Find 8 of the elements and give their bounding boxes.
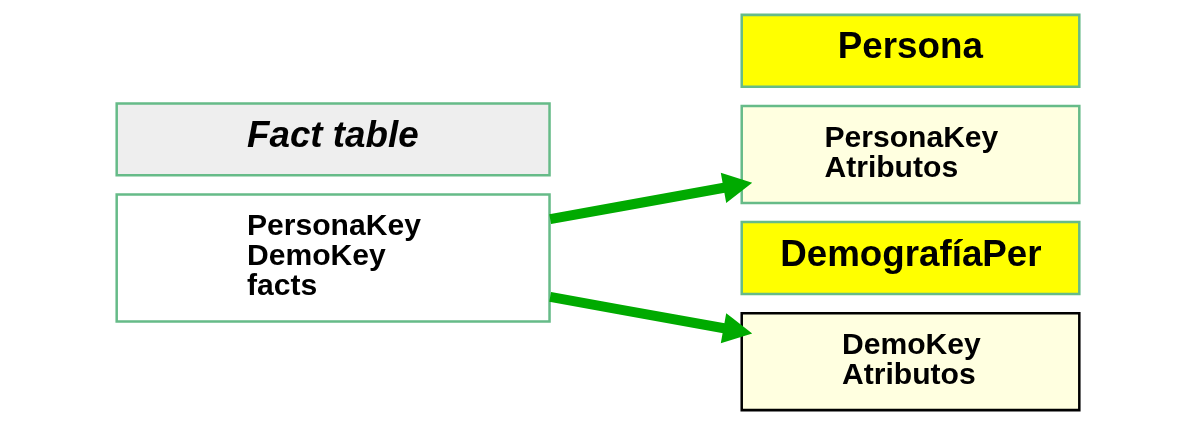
node-box: Persona (740, 13, 1081, 88)
node-box: PersonaKey Atributos (740, 104, 1081, 205)
node-box: DemoKey Atributos (740, 311, 1081, 412)
arrow (549, 291, 753, 344)
node-box: PersonaKey DemoKey facts (115, 193, 551, 323)
node-box: Fact table (115, 102, 551, 177)
node-box: DemografíaPer (740, 220, 1081, 296)
arrow (549, 172, 753, 225)
